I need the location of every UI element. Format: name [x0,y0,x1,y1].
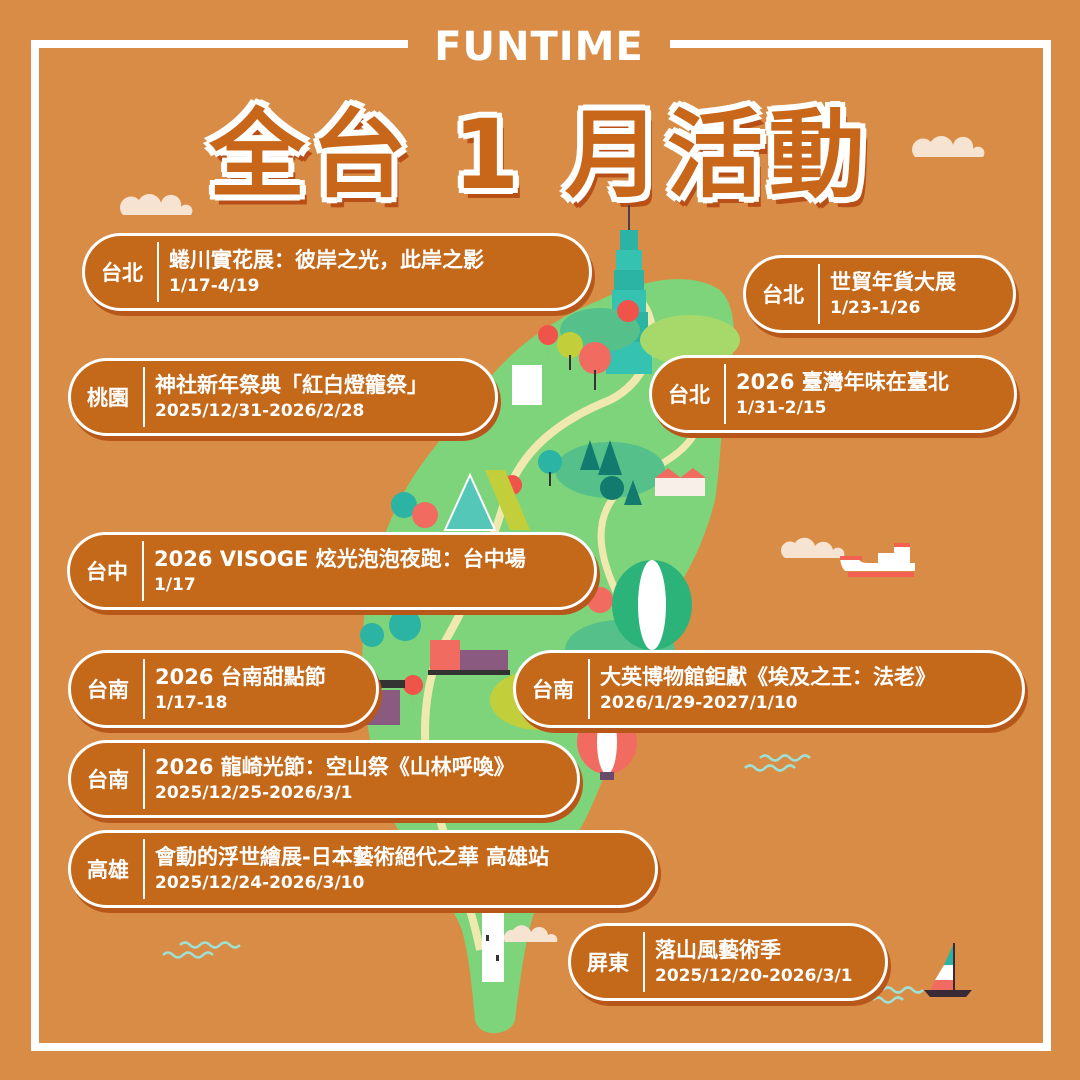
event-region: 高雄 [87,858,129,882]
event-date: 1/31-2/15 [736,398,827,418]
event-pill[interactable]: 台南 2026 台南甜點節 1/17-18 [68,650,379,728]
divider [143,839,145,899]
event-region: 台北 [668,383,710,407]
divider [588,659,590,719]
page-title: 全台 1 月活動 [209,99,871,211]
event-name: 落山風藝術季 [655,938,781,962]
event-date: 1/17-18 [155,693,228,713]
event-date: 2025/12/31-2026/2/28 [155,401,365,421]
event-name: 2026 VISOGE 炫光泡泡夜跑：台中場 [154,547,526,571]
event-name: 世貿年貨大展 [830,270,956,294]
event-date: 1/17-4/19 [169,276,260,296]
event-region: 台南 [87,678,129,702]
event-pill[interactable]: 台南 大英博物館鉅獻《埃及之王：法老》 2026/1/29-2027/1/10 [513,650,1025,728]
divider [143,367,145,427]
event-pill[interactable]: 台中 2026 VISOGE 炫光泡泡夜跑：台中場 1/17 [67,532,597,610]
event-pill[interactable]: 屏東 落山風藝術季 2025/12/20-2026/3/1 [568,923,888,1001]
divider [643,932,645,992]
event-name: 大英博物館鉅獻《埃及之王：法老》 [600,665,936,689]
event-region: 屏東 [587,951,629,975]
divider [724,364,726,424]
event-name: 神社新年祭典「紅白燈籠祭」 [155,373,428,397]
divider [143,659,145,719]
event-pill[interactable]: 桃園 神社新年祭典「紅白燈籠祭」 2025/12/31-2026/2/28 [68,358,498,436]
divider [157,242,159,302]
divider [818,264,820,324]
event-region: 台北 [762,283,804,307]
event-pill[interactable]: 台北 2026 臺灣年味在臺北 1/31-2/15 [649,355,1017,433]
event-date: 2025/12/20-2026/3/1 [655,966,853,986]
event-pill[interactable]: 台北 世貿年貨大展 1/23-1/26 [743,255,1016,333]
event-region: 台南 [532,678,574,702]
event-date: 1/23-1/26 [830,298,921,318]
event-name: 2026 臺灣年味在臺北 [736,370,949,394]
event-region: 桃園 [87,386,129,410]
event-date: 2025/12/25-2026/3/1 [155,783,353,803]
divider [142,541,144,601]
brand-gap [408,30,670,60]
event-pill[interactable]: 高雄 會動的浮世繪展-日本藝術絕代之華 高雄站 2025/12/24-2026/… [68,830,658,908]
event-date: 2026/1/29-2027/1/10 [600,693,798,713]
event-region: 台北 [101,261,143,285]
event-region: 台中 [86,560,128,584]
funtime-logo: FUNTIME [434,24,644,70]
event-name: 2026 龍崎光節：空山祭《山林呼喚》 [155,755,515,779]
event-name: 2026 台南甜點節 [155,665,326,689]
event-pill[interactable]: 台北 蜷川實花展：彼岸之光，此岸之影 1/17-4/19 [82,233,592,311]
event-date: 1/17 [154,575,196,595]
event-region: 台南 [87,768,129,792]
event-name: 會動的浮世繪展-日本藝術絕代之華 高雄站 [155,845,550,869]
event-pill[interactable]: 台南 2026 龍崎光節：空山祭《山林呼喚》 2025/12/25-2026/3… [68,740,580,818]
event-date: 2025/12/24-2026/3/10 [155,873,365,893]
event-name: 蜷川實花展：彼岸之光，此岸之影 [169,248,484,272]
divider [143,749,145,809]
